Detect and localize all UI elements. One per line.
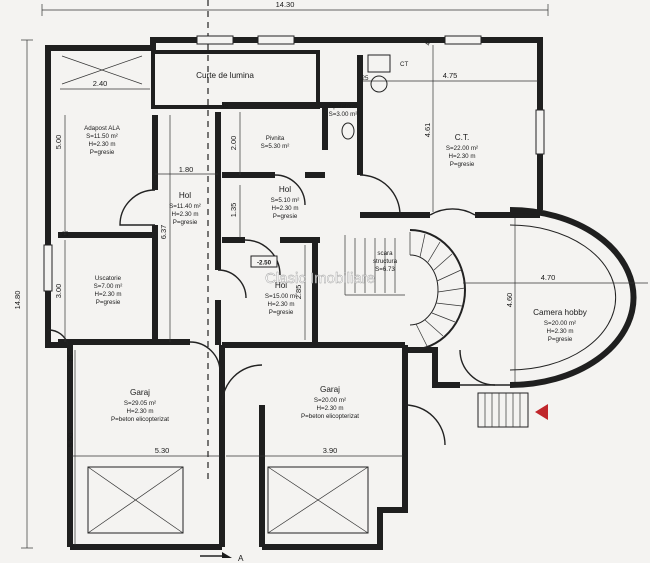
room-hol-1: Hol S=11.40 m² H=2.30 m P=gresie xyxy=(169,191,201,226)
dim-460: 4.60 xyxy=(505,293,514,308)
svg-text:P=beton elicopterizat: P=beton elicopterizat xyxy=(111,416,169,423)
svg-text:P=gresie: P=gresie xyxy=(90,149,115,156)
svg-text:structura: structura xyxy=(373,258,398,265)
svg-text:Camera hobby: Camera hobby xyxy=(533,308,588,317)
dim-300: 3.00 xyxy=(54,284,63,299)
dim-top-width: 14.30 xyxy=(276,0,295,9)
dim-25a: 25 xyxy=(62,231,69,238)
svg-text:Hol: Hol xyxy=(279,185,291,194)
svg-text:H=2.30 m: H=2.30 m xyxy=(547,328,574,335)
room-garaj-1: Garaj S=29.05 m² H=2.30 m P=beton elicop… xyxy=(111,388,169,423)
svg-text:P=gresie: P=gresie xyxy=(273,213,298,220)
dim-240: 2.40 xyxy=(93,79,108,88)
windows xyxy=(43,35,545,292)
dim-500: 5.00 xyxy=(54,135,63,150)
svg-text:P=gresie: P=gresie xyxy=(450,161,475,168)
svg-text:P=gresie: P=gresie xyxy=(269,309,294,316)
garage-doors xyxy=(87,466,369,534)
top-dimension: 14.30 xyxy=(41,0,549,16)
dim-left-height: 14.80 xyxy=(13,291,22,310)
room-hobby: Camera hobby S=20.00 m² H=2.30 m P=gresi… xyxy=(533,308,588,343)
dim-200: 2.00 xyxy=(229,136,238,151)
dim-637: 6.37 xyxy=(159,225,168,240)
svg-text:H=2.30 m: H=2.30 m xyxy=(317,405,344,412)
svg-text:S=29.05 m²: S=29.05 m² xyxy=(124,400,156,407)
dim-475: 4.75 xyxy=(443,71,458,80)
svg-text:Garaj: Garaj xyxy=(320,385,340,394)
room-hol-2: Hol S=5.10 m² H=2.30 m P=gresie xyxy=(271,185,300,220)
svg-text:S=5.10 m²: S=5.10 m² xyxy=(271,197,300,204)
svg-text:H=2.30 m: H=2.30 m xyxy=(95,291,122,298)
dimension-labels: 2.40 5.00 1.80 6.37 2.00 1.35 2.85 3.00 … xyxy=(54,38,555,455)
dim-25b: 25 xyxy=(68,354,75,361)
dim-390: 3.90 xyxy=(323,446,338,455)
watermark: Clasic Imobiliare xyxy=(265,270,375,287)
svg-text:S=22.00 m²: S=22.00 m² xyxy=(446,145,478,152)
svg-text:-2.50: -2.50 xyxy=(257,260,272,267)
section-marker: A xyxy=(200,552,244,563)
svg-text:Garaj: Garaj xyxy=(130,388,150,397)
svg-text:S=15.00 m²: S=15.00 m² xyxy=(265,293,297,300)
room-spalatorie: Spalatorie S=3.00 m² xyxy=(329,103,358,118)
svg-text:Spalatorie: Spalatorie xyxy=(329,103,357,110)
dim-470: 4.70 xyxy=(541,273,556,282)
interior-walls xyxy=(58,50,540,547)
svg-text:Uscatorie: Uscatorie xyxy=(95,275,122,282)
svg-text:H=2.30 m: H=2.30 m xyxy=(449,153,476,160)
ct-tag: CT xyxy=(400,61,408,68)
svg-text:H=2.30 m: H=2.30 m xyxy=(268,301,295,308)
entrance-arrow xyxy=(535,404,548,420)
dim-530: 5.30 xyxy=(155,446,170,455)
room-curte: Curte de lumina xyxy=(196,71,254,80)
svg-text:P=beton elicopterizat: P=beton elicopterizat xyxy=(301,413,359,420)
svg-text:P=gresie: P=gresie xyxy=(96,299,121,306)
curte-name: Curte de lumina xyxy=(196,71,254,80)
room-ct: CT C.T. S=22.00 m² H=2.30 m P=gresie xyxy=(400,61,478,168)
svg-text:A: A xyxy=(238,554,244,563)
room-hol-3: Hol S=15.00 m² H=2.30 m P=gresie xyxy=(265,281,297,316)
doors xyxy=(47,174,496,446)
room-scara: scara structura S=6.73 xyxy=(373,250,398,273)
svg-text:S=11.40 m²: S=11.40 m² xyxy=(169,203,201,210)
inner-dimension-lines xyxy=(60,45,648,545)
dim-285: 2.85 xyxy=(294,285,303,300)
svg-text:Hol: Hol xyxy=(179,191,191,200)
svg-text:scara: scara xyxy=(377,250,393,257)
dim-15: 15 xyxy=(222,103,229,110)
room-garaj-2: Garaj S=20.00 m² H=2.30 m P=beton elicop… xyxy=(301,385,359,420)
svg-text:S=6.73: S=6.73 xyxy=(375,266,395,273)
dim-40: 40 xyxy=(425,38,432,45)
room-uscatorie: Uscatorie S=7.00 m² H=2.30 m P=gresie xyxy=(94,275,123,306)
svg-text:S=11.50 m²: S=11.50 m² xyxy=(86,133,118,140)
svg-text:S=20.00 m²: S=20.00 m² xyxy=(314,397,346,404)
svg-text:S=3.00 m²: S=3.00 m² xyxy=(329,111,358,118)
dim-550: 5.50 xyxy=(66,433,75,448)
hobby-bay xyxy=(460,207,637,388)
svg-text:H=2.30 m: H=2.30 m xyxy=(127,408,154,415)
svg-text:Adapost ALA: Adapost ALA xyxy=(84,125,121,132)
dim-25c: 25 xyxy=(362,75,369,82)
boiler-equipment xyxy=(341,54,391,140)
level-tag: -2.50 xyxy=(250,255,278,268)
dim-461: 4.61 xyxy=(423,123,432,138)
svg-text:H=2.30 m: H=2.30 m xyxy=(272,205,299,212)
svg-text:H=2.30 m: H=2.30 m xyxy=(89,141,116,148)
svg-text:S=5.30 m²: S=5.30 m² xyxy=(261,143,290,150)
svg-text:Hol: Hol xyxy=(275,281,287,290)
svg-text:C.T.: C.T. xyxy=(455,133,470,142)
dim-180: 1.80 xyxy=(179,165,194,174)
svg-text:P=gresie: P=gresie xyxy=(173,219,198,226)
entrance-steps xyxy=(477,392,529,428)
room-pivnita: Pivnita S=5.30 m² xyxy=(261,135,290,150)
svg-text:Pivnita: Pivnita xyxy=(266,135,285,142)
room-adapost: Adapost ALA S=11.50 m² H=2.30 m P=gresie xyxy=(84,125,121,156)
left-dimension: 14.80 xyxy=(13,39,33,549)
svg-text:S=7.00 m²: S=7.00 m² xyxy=(94,283,123,290)
svg-text:H=2.30 m: H=2.30 m xyxy=(172,211,199,218)
svg-text:S=20.00 m²: S=20.00 m² xyxy=(544,320,576,327)
spiral-staircase xyxy=(344,229,466,351)
dim-135: 1.35 xyxy=(229,203,238,218)
svg-text:P=gresie: P=gresie xyxy=(548,336,573,343)
